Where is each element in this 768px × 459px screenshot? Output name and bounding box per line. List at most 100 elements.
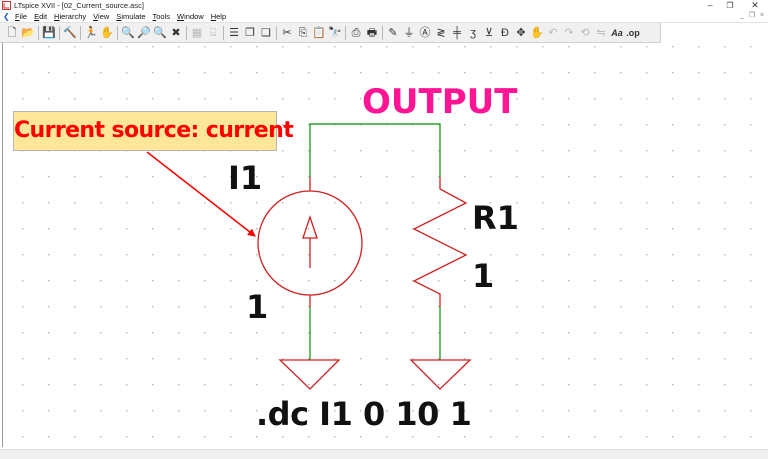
mdi-minimize-button[interactable]: _ (740, 12, 744, 19)
autorange-y-icon: ▦ (191, 27, 203, 39)
toolbar-separator (80, 26, 81, 40)
menu-view[interactable]: View (93, 12, 110, 21)
zoom-fit-button[interactable]: ✖ (168, 25, 184, 41)
drag-icon: ✋ (530, 27, 544, 39)
output-net-wire (309, 123, 441, 177)
cut-icon: ✂ (282, 27, 292, 39)
move-button[interactable]: ✥ (513, 25, 529, 41)
menu-file[interactable]: File (15, 12, 28, 21)
tile-horizontal-button[interactable]: ☰ (226, 25, 242, 41)
open-icon: 📂 (21, 27, 35, 39)
find-button[interactable]: 🔭 (327, 25, 343, 41)
copy-button[interactable]: ⎘ (295, 25, 311, 41)
new-schematic-icon: 🗋 (7, 27, 17, 39)
menu-edit[interactable]: Edit (34, 12, 48, 21)
menu-help[interactable]: Help (210, 12, 227, 21)
document-icon[interactable]: ❮ (3, 12, 10, 21)
grid-dots (3, 43, 766, 447)
spice-directive[interactable]: .dc I1 0 10 1 (256, 395, 472, 433)
zoom-pan-button[interactable]: 🔎 (136, 25, 152, 41)
toolbar-empty-area (660, 23, 768, 43)
redo-button[interactable]: ↷ (561, 25, 577, 41)
draw-wire-button[interactable]: ✎ (385, 25, 401, 41)
move-icon: ✥ (516, 27, 526, 39)
tile-vertical-icon: ❐ (245, 27, 255, 39)
component-button[interactable]: Ð (497, 25, 513, 41)
draw-wire-icon: ✎ (388, 27, 398, 39)
callout-arrow (146, 151, 256, 237)
ltspice-app-icon (2, 1, 11, 10)
net-label-output[interactable]: OUTPUT (362, 82, 518, 122)
schematic-drawing (3, 43, 766, 447)
annotation-callout: Current source: current (13, 111, 294, 151)
schematic-canvas[interactable] (2, 43, 766, 447)
resistor-button[interactable]: ≷ (433, 25, 449, 41)
r1-value-label[interactable]: 1 (472, 257, 495, 295)
open-button[interactable]: 📂 (20, 25, 36, 41)
print-setup-button[interactable]: ⎙ (348, 25, 364, 41)
mark-data-icon: ⌸ (209, 27, 217, 39)
diode-icon: ⊻ (484, 27, 494, 39)
find-icon: 🔭 (328, 27, 342, 39)
mirror-button[interactable]: ⇋ (593, 25, 609, 41)
current-source-symbol[interactable] (257, 177, 363, 307)
inductor-button[interactable]: ʒ (465, 25, 481, 41)
drag-button[interactable]: ✋ (529, 25, 545, 41)
menu-tools[interactable]: Tools (152, 12, 171, 21)
save-button[interactable]: 💾 (41, 25, 57, 41)
ground-symbol-i1[interactable] (278, 359, 341, 390)
paste-icon: 📋 (312, 27, 326, 39)
spice-directive-button[interactable]: .op (625, 25, 641, 41)
toolbar-buttons: 🗋📂💾🔨🏃✋🔍🔎🔍✖▦⌸☰❐❏✂⎘📋🔭⎙🖶✎⏚Ⓐ≷╪ʒ⊻Ð✥✋↶↷⟲⇋Aa.op (4, 25, 641, 41)
i1-value-label[interactable]: 1 (246, 288, 269, 326)
halt-icon: ✋ (100, 27, 114, 39)
toolbar: 🗋📂💾🔨🏃✋🔍🔎🔍✖▦⌸☰❐❏✂⎘📋🔭⎙🖶✎⏚Ⓐ≷╪ʒ⊻Ð✥✋↶↷⟲⇋Aa.op (0, 22, 768, 43)
new-schematic-button[interactable]: 🗋 (4, 25, 20, 41)
mdi-restore-button[interactable]: ❐ (748, 12, 756, 19)
restore-button[interactable]: ❐ (726, 1, 734, 10)
ground-button[interactable]: ⏚ (401, 25, 417, 41)
ground-symbol-r1[interactable] (409, 359, 472, 390)
run-icon: 🏃 (84, 27, 98, 39)
i1-reference-label[interactable]: I1 (228, 159, 263, 197)
zoom-out-button[interactable]: 🔍 (152, 25, 168, 41)
close-button[interactable]: ✕ (751, 0, 759, 10)
resistor-icon: ≷ (436, 27, 446, 39)
arrowhead-icon (302, 214, 318, 239)
toolbar-separator (223, 26, 224, 40)
tile-vertical-button[interactable]: ❐ (242, 25, 258, 41)
save-icon: 💾 (42, 27, 56, 39)
rotate-button[interactable]: ⟲ (577, 25, 593, 41)
capacitor-button[interactable]: ╪ (449, 25, 465, 41)
menu-simulate[interactable]: Simulate (116, 12, 146, 21)
toolbar-separator (382, 26, 383, 40)
menu-items: File Edit Hierarchy View Simulate Tools … (15, 11, 226, 22)
autorange-y-button[interactable]: ▦ (189, 25, 205, 41)
menu-window[interactable]: Window (177, 12, 204, 21)
cascade-icon: ❏ (261, 27, 271, 39)
label-net-icon: Ⓐ (419, 27, 431, 39)
undo-icon: ↶ (548, 27, 558, 39)
mark-data-button[interactable]: ⌸ (205, 25, 221, 41)
label-net-button[interactable]: Ⓐ (417, 25, 433, 41)
zoom-out-icon: 🔍 (153, 27, 167, 39)
diode-button[interactable]: ⊻ (481, 25, 497, 41)
mdi-close-button[interactable]: × (759, 12, 765, 19)
halt-button[interactable]: ✋ (99, 25, 115, 41)
menu-hierarchy[interactable]: Hierarchy (54, 12, 87, 21)
run-button[interactable]: 🏃 (83, 25, 99, 41)
minimize-button[interactable]: – (707, 0, 713, 10)
text-button[interactable]: Aa (609, 25, 625, 41)
undo-button[interactable]: ↶ (545, 25, 561, 41)
tile-horizontal-icon: ☰ (229, 27, 239, 39)
paste-button[interactable]: 📋 (311, 25, 327, 41)
zoom-in-button[interactable]: 🔍 (120, 25, 136, 41)
cascade-button[interactable]: ❏ (258, 25, 274, 41)
control-panel-button[interactable]: 🔨 (62, 25, 78, 41)
print-button[interactable]: 🖶 (364, 25, 380, 41)
resistor-symbol[interactable] (412, 177, 468, 307)
window-title: LTspice XVII - [02_Current_source.asc] (14, 1, 144, 10)
r1-reference-label[interactable]: R1 (472, 199, 519, 237)
cut-button[interactable]: ✂ (279, 25, 295, 41)
menu-bar: ❮ File Edit Hierarchy View Simulate Tool… (0, 11, 768, 22)
